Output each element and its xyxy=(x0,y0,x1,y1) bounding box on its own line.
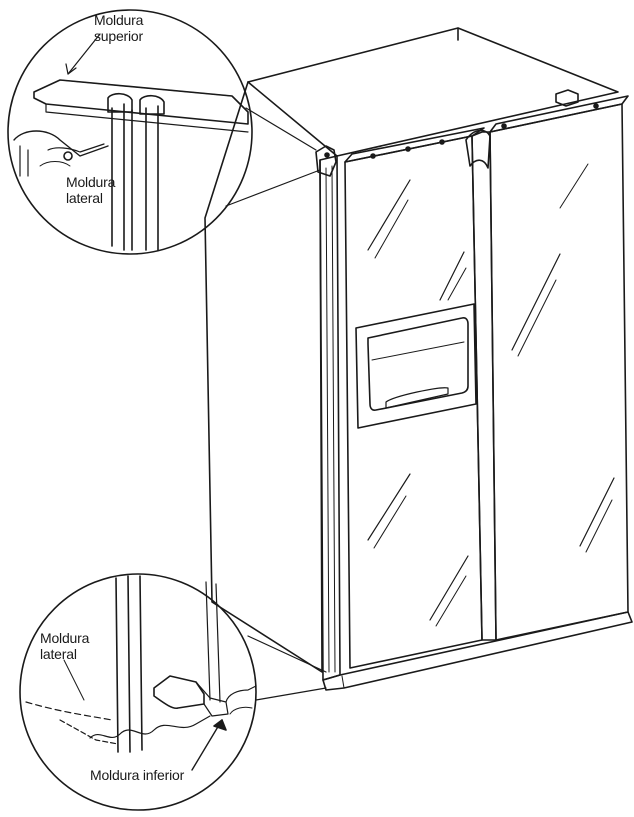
top-trim-detail xyxy=(33,79,249,125)
top-detail-callout xyxy=(7,9,321,255)
label-side-trim-bottom-line2: lateral xyxy=(40,646,77,662)
cabinet-top xyxy=(247,27,619,157)
bottom-detail-circle xyxy=(19,573,257,811)
label-side-trim-top: Moldura lateral xyxy=(66,174,115,206)
bottom-trim-arrow xyxy=(191,719,223,771)
refrigerator-illustration xyxy=(204,27,633,691)
label-side-trim-top-line2: lateral xyxy=(66,190,103,206)
side-trim-bottom-detail xyxy=(115,575,143,753)
label-top-trim: Moldura superior xyxy=(94,12,143,44)
label-bottom-trim-text: Moldura inferior xyxy=(90,767,185,783)
label-bottom-trim: Moldura inferior xyxy=(90,767,184,783)
cabinet-left-side xyxy=(204,81,323,673)
top-detail-circle xyxy=(7,9,253,255)
label-side-trim-bottom: Moldura lateral xyxy=(40,630,89,662)
bottom-detail-callout xyxy=(19,573,327,811)
top-trim-bracket-right xyxy=(555,89,579,107)
bottom-trim xyxy=(322,611,633,691)
side-trim-detail xyxy=(111,103,159,251)
label-side-trim-top-line1: Moldura xyxy=(66,174,116,190)
bottom-trim-detail xyxy=(153,675,205,710)
reflection xyxy=(367,179,411,251)
label-top-trim-line2: superior xyxy=(94,28,143,44)
label-top-trim-line1: Moldura xyxy=(94,12,144,28)
side-trim-strip xyxy=(319,155,341,681)
top-trim-bracket-left xyxy=(315,145,337,177)
right-door xyxy=(489,103,629,641)
dispenser-recess xyxy=(367,317,469,411)
top-trim-arrow xyxy=(67,33,101,75)
center-trim xyxy=(471,131,497,641)
dispenser-panel xyxy=(355,303,477,429)
label-side-trim-bottom-line1: Moldura xyxy=(40,630,90,646)
